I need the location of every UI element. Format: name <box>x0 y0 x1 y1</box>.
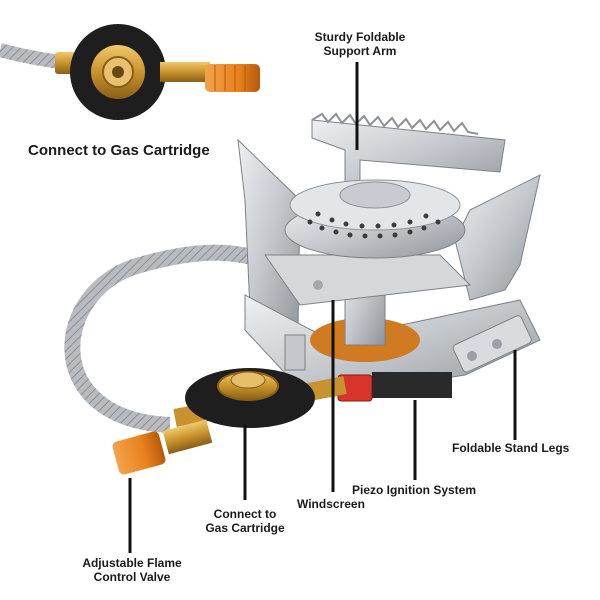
top-valve-knob <box>205 64 260 92</box>
windscreen-plate <box>264 254 472 306</box>
stove-body <box>237 112 541 402</box>
bottom-connector <box>112 368 347 475</box>
flame-valve-knob <box>112 431 166 475</box>
top-connector <box>0 24 260 120</box>
label-flame-valve: Adjustable Flame Control Valve <box>82 556 182 584</box>
label-support-arm: Sturdy Foldable Support Arm <box>314 30 406 58</box>
support-arm-right <box>454 174 541 301</box>
label-stand-legs: Foldable Stand Legs <box>452 441 570 455</box>
top-hose <box>0 43 61 69</box>
main-hose <box>64 244 271 433</box>
burner-holes <box>307 211 441 239</box>
label-piezo: Piezo Ignition System <box>352 483 477 497</box>
label-connect-top: Connect to Gas Cartridge <box>28 142 210 159</box>
leader-lines <box>128 62 517 553</box>
label-windscreen: Windscreen <box>297 497 365 511</box>
label-connect-bottom: Connect to Gas Cartridge <box>205 507 285 535</box>
